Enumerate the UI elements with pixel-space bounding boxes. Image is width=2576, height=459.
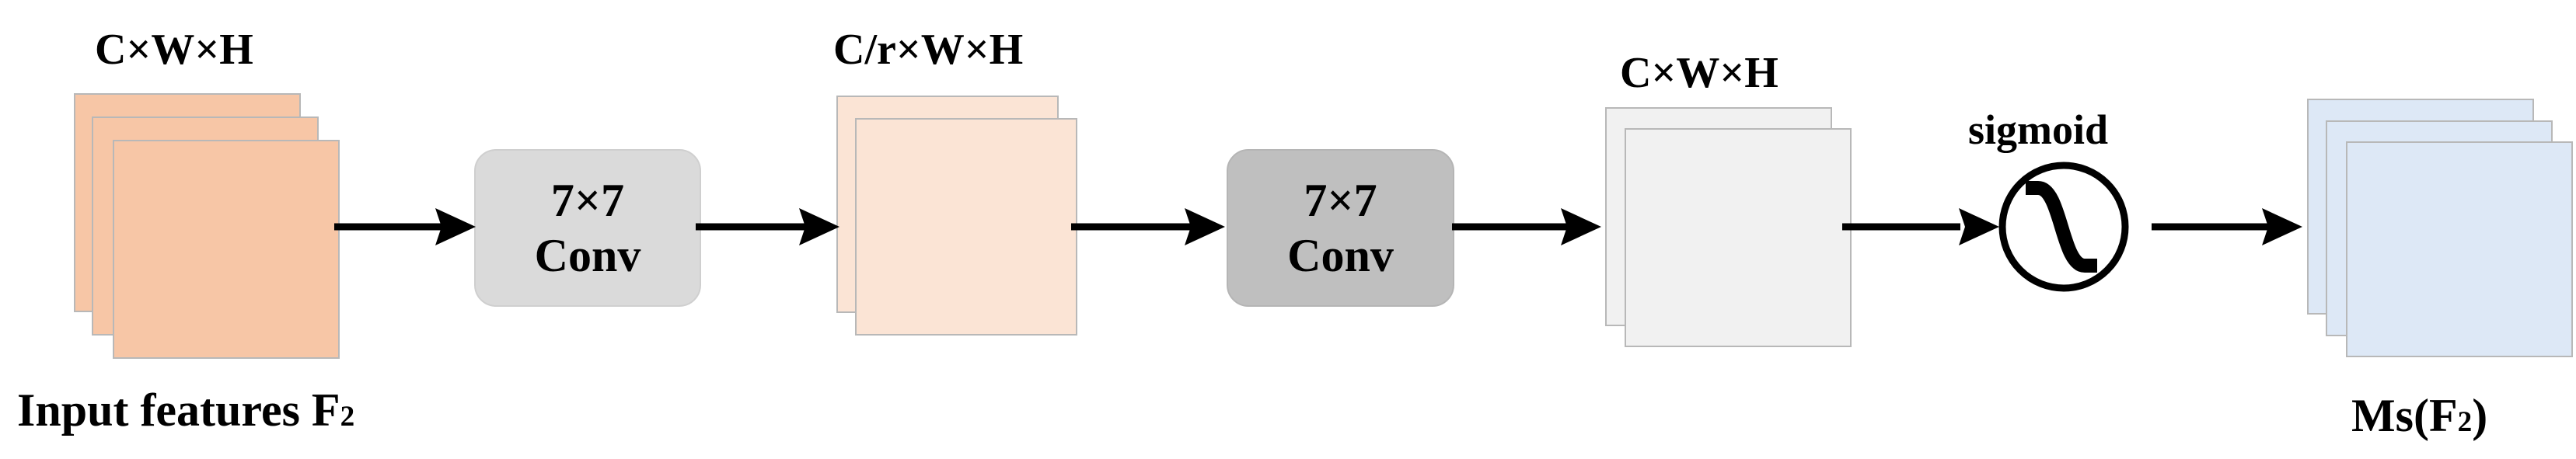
arrowhead-2 [799,208,839,245]
mid-dim-label: C/r×W×H [833,26,1024,74]
arrowhead-5 [1959,208,1999,245]
pre-dim-label: C×W×H [1620,49,1778,97]
arrowhead-3 [1185,208,1225,245]
input-dim-label: C×W×H [95,26,253,74]
output-feature-sheet-3 [2346,141,2573,357]
arrowhead-1 [435,208,476,245]
input-features-label: Input features F2 [17,384,355,436]
conv-block-1: 7×7 Conv [474,149,701,307]
conv-2-kernel: 7×7 [1304,174,1377,226]
mid-feature-sheet-2 [855,118,1077,336]
conv-1-kernel: 7×7 [550,174,625,226]
arrowhead-4 [1561,208,1601,245]
sigmoid-label: sigmoid [1968,106,2109,153]
conv-1-name: Conv [534,229,641,281]
input-feature-sheet-3 [113,140,340,359]
pre-feature-sheet-2 [1625,128,1852,347]
arrowhead-6 [2262,208,2302,245]
sigmoid-curve-icon [2026,181,2097,273]
conv-2-name: Conv [1287,229,1394,281]
output-label: Ms(F2) [2351,390,2488,441]
conv-block-2: 7×7 Conv [1227,149,1454,307]
